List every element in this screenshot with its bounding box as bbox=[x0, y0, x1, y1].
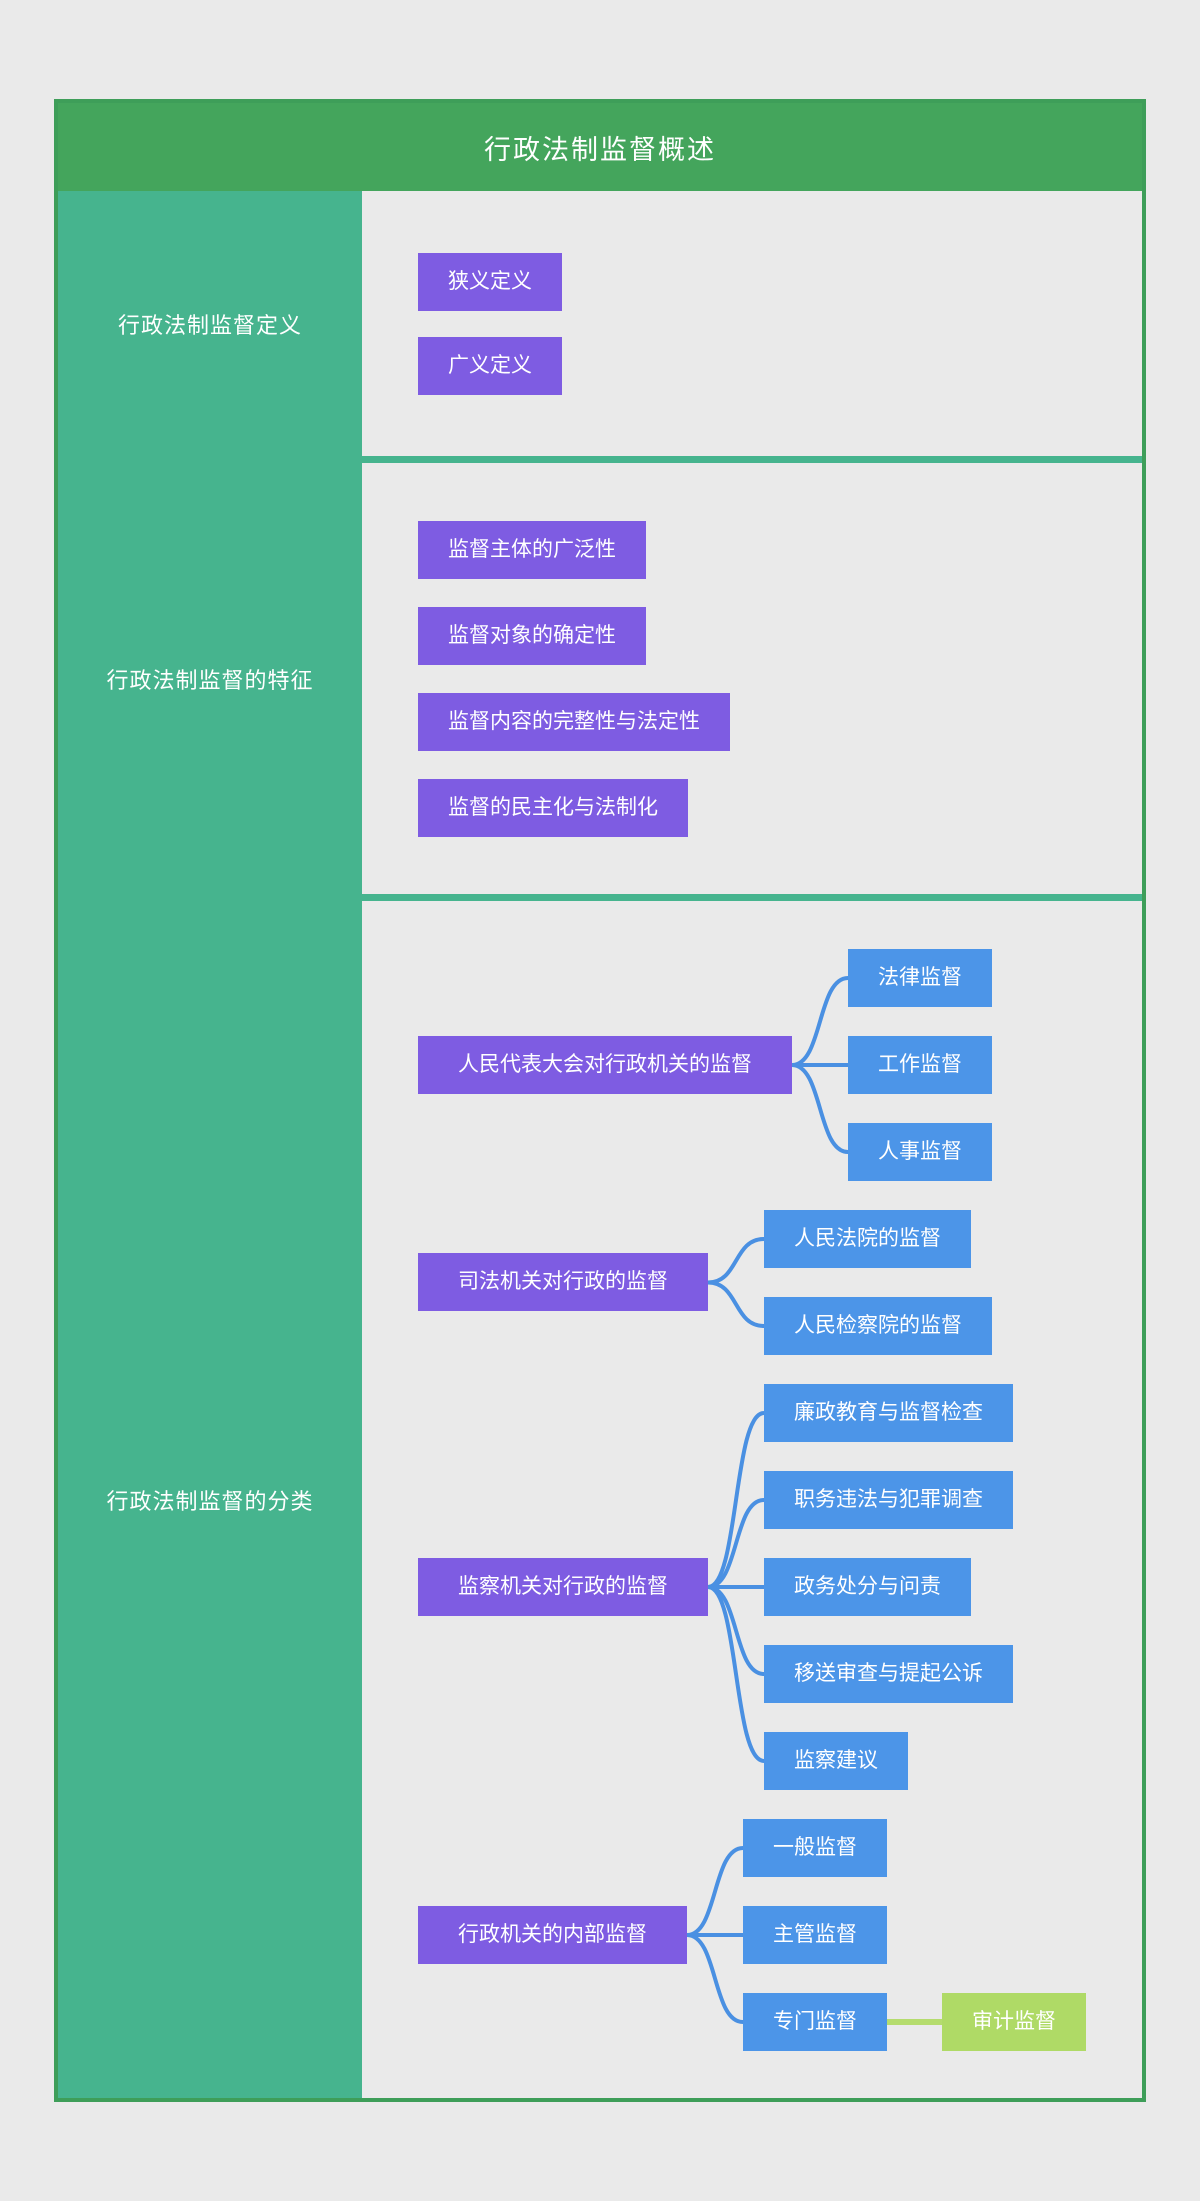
child-topic-node[interactable]: 职务违法与犯罪调查 bbox=[764, 1470, 1013, 1529]
child-topic-node[interactable]: 人事监督 bbox=[848, 1122, 992, 1181]
child-topic-node[interactable]: 廉政教育与监督检查 bbox=[764, 1383, 1013, 1442]
topic-group: 行政机关的内部监督一般监督主管监督专门监督审计监督 bbox=[418, 1818, 1086, 2051]
child-topic-node[interactable]: 人民检察院的监督 bbox=[764, 1296, 992, 1355]
topic-group: 监察机关对行政的监督廉政教育与监督检查职务违法与犯罪调查政务处分与问责移送审查与… bbox=[418, 1383, 1013, 1790]
section-label-definition[interactable]: 行政法制监督定义 bbox=[58, 191, 362, 456]
section-features-content: 监督主体的广泛性监督对象的确定性监督内容的完整性与法定性监督的民主化与法制化 bbox=[362, 463, 1142, 894]
topic-node[interactable]: 监督主体的广泛性 bbox=[418, 520, 646, 579]
section-classification: 行政法制监督的分类 人民代表大会对行政机关的监督法律监督工作监督人事监督司法机关… bbox=[58, 901, 1142, 2098]
section-label-classification[interactable]: 行政法制监督的分类 bbox=[58, 901, 362, 2098]
topic-node[interactable]: 狭义定义 bbox=[418, 252, 562, 311]
child-row: 一般监督 bbox=[743, 1818, 1086, 1877]
topic-group: 人民代表大会对行政机关的监督法律监督工作监督人事监督 bbox=[418, 948, 992, 1181]
parent-topic-node[interactable]: 行政机关的内部监督 bbox=[418, 1905, 687, 1964]
section-definition-content: 狭义定义广义定义 bbox=[362, 191, 1142, 456]
mindmap-title: 行政法制监督概述 bbox=[58, 103, 1142, 191]
children-column: 人民法院的监督人民检察院的监督 bbox=[764, 1209, 992, 1355]
child-row: 移送审查与提起公诉 bbox=[764, 1644, 1013, 1703]
child-row: 主管监督 bbox=[743, 1905, 1086, 1964]
child-row: 廉政教育与监督检查 bbox=[764, 1383, 1013, 1442]
mindmap-panel: 行政法制监督概述 行政法制监督定义 狭义定义广义定义 行政法制监督的特征 监督主… bbox=[54, 99, 1146, 2102]
child-topic-node[interactable]: 法律监督 bbox=[848, 948, 992, 1007]
child-row: 监察建议 bbox=[764, 1731, 1013, 1790]
children-column: 廉政教育与监督检查职务违法与犯罪调查政务处分与问责移送审查与提起公诉监察建议 bbox=[764, 1383, 1013, 1790]
child-topic-node[interactable]: 监察建议 bbox=[764, 1731, 908, 1790]
child-topic-node[interactable]: 政务处分与问责 bbox=[764, 1557, 971, 1616]
topic-node[interactable]: 广义定义 bbox=[418, 336, 562, 395]
child-topic-node[interactable]: 人民法院的监督 bbox=[764, 1209, 971, 1268]
child-topic-node[interactable]: 主管监督 bbox=[743, 1905, 887, 1964]
section-features: 行政法制监督的特征 监督主体的广泛性监督对象的确定性监督内容的完整性与法定性监督… bbox=[58, 463, 1142, 894]
child-topic-node[interactable]: 工作监督 bbox=[848, 1035, 992, 1094]
parent-topic-node[interactable]: 监察机关对行政的监督 bbox=[418, 1557, 708, 1616]
topic-group: 司法机关对行政的监督人民法院的监督人民检察院的监督 bbox=[418, 1209, 992, 1355]
section-classification-content: 人民代表大会对行政机关的监督法律监督工作监督人事监督司法机关对行政的监督人民法院… bbox=[362, 901, 1142, 2098]
children-column: 法律监督工作监督人事监督 bbox=[848, 948, 992, 1181]
topic-node[interactable]: 监督对象的确定性 bbox=[418, 606, 646, 665]
child-row: 人民法院的监督 bbox=[764, 1209, 992, 1268]
children-column: 一般监督主管监督专门监督审计监督 bbox=[743, 1818, 1086, 2051]
child-row: 工作监督 bbox=[848, 1035, 992, 1094]
sub-topic-node[interactable]: 审计监督 bbox=[942, 1992, 1086, 2051]
topic-node[interactable]: 监督的民主化与法制化 bbox=[418, 778, 688, 837]
child-row: 人民检察院的监督 bbox=[764, 1296, 992, 1355]
topic-node[interactable]: 监督内容的完整性与法定性 bbox=[418, 692, 730, 751]
section-divider-1 bbox=[58, 456, 1142, 463]
child-topic-node[interactable]: 一般监督 bbox=[743, 1818, 887, 1877]
section-definition: 行政法制监督定义 狭义定义广义定义 bbox=[58, 191, 1142, 456]
child-row: 专门监督审计监督 bbox=[743, 1992, 1086, 2051]
child-topic-node[interactable]: 专门监督 bbox=[743, 1992, 887, 2051]
section-label-features[interactable]: 行政法制监督的特征 bbox=[58, 463, 362, 894]
section-divider-2 bbox=[58, 894, 1142, 901]
child-row: 职务违法与犯罪调查 bbox=[764, 1470, 1013, 1529]
child-row: 法律监督 bbox=[848, 948, 992, 1007]
parent-topic-node[interactable]: 司法机关对行政的监督 bbox=[418, 1253, 708, 1311]
parent-topic-node[interactable]: 人民代表大会对行政机关的监督 bbox=[418, 1035, 792, 1094]
child-topic-node[interactable]: 移送审查与提起公诉 bbox=[764, 1644, 1013, 1703]
child-row: 人事监督 bbox=[848, 1122, 992, 1181]
child-row: 政务处分与问责 bbox=[764, 1557, 1013, 1616]
